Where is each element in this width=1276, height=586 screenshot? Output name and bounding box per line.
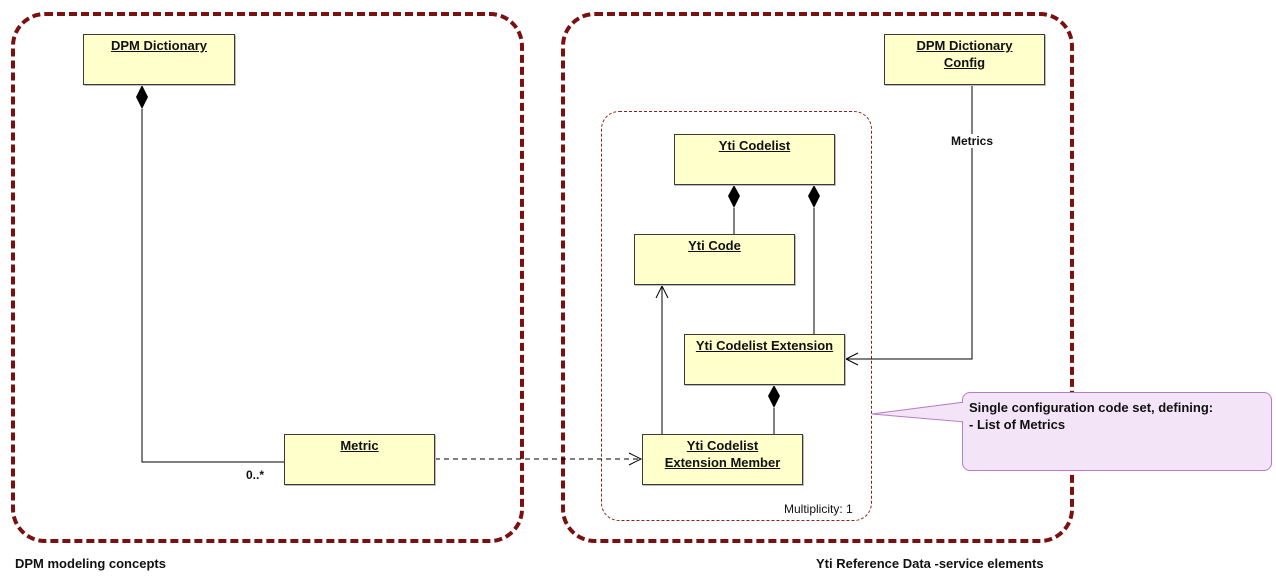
- metric-multiplicity-label: 0..*: [246, 468, 265, 482]
- member-code-arrowhead: [655, 284, 669, 299]
- config-extension-arrowhead: [844, 352, 859, 366]
- codeset-multiplicity-label: Multiplicity: 1: [784, 502, 853, 516]
- class-name: Yti Codelist: [718, 138, 791, 153]
- class-metric[interactable]: Metric: [284, 434, 435, 485]
- dependency-arrowhead: [628, 452, 643, 466]
- yti-reference-data-caption: Yti Reference Data -service elements: [816, 556, 1044, 571]
- dictionary-metric-composition-line: [141, 109, 285, 463]
- configuration-code-set-region: [601, 111, 872, 521]
- class-name: Metric: [340, 438, 379, 453]
- class-yti-codelist-extension[interactable]: Yti Codelist Extension: [684, 334, 845, 385]
- class-name-line-1: Yti Codelist: [686, 438, 759, 453]
- config-role-label: Metrics: [950, 134, 995, 148]
- dpm-modeling-region: [11, 12, 524, 543]
- class-dpm-dictionary[interactable]: DPM Dictionary: [83, 34, 235, 85]
- dpm-modeling-caption: DPM modeling concepts: [15, 556, 166, 571]
- class-name: Yti Codelist Extension: [695, 338, 834, 353]
- class-dpm-dictionary-config[interactable]: DPM Dictionary Config: [884, 34, 1045, 85]
- extension-member-diamond: [768, 385, 780, 408]
- note-line-2: - List of Metrics: [969, 417, 1066, 432]
- class-name: DPM Dictionary: [110, 38, 208, 53]
- note-line-1: Single configuration code set, defining:: [969, 400, 1214, 415]
- class-name: Yti Code: [688, 238, 741, 253]
- class-yti-code[interactable]: Yti Code: [634, 234, 795, 285]
- configuration-note: Single configuration code set, defining:…: [962, 392, 1272, 471]
- class-name-line-2: Extension Member: [664, 455, 781, 470]
- dictionary-composition-diamond: [136, 85, 148, 109]
- config-extension-association-line: [846, 85, 973, 360]
- class-yti-codelist[interactable]: Yti Codelist: [674, 134, 835, 185]
- note-seam-cover: [962, 403, 965, 421]
- class-name-line-1: DPM Dictionary: [916, 38, 1013, 53]
- class-name-line-2: Config: [943, 55, 986, 70]
- class-yti-codelist-extension-member[interactable]: Yti Codelist Extension Member: [642, 434, 803, 485]
- yti-reference-data-region: [561, 12, 1074, 543]
- codelist-code-diamond: [728, 185, 740, 208]
- note-pointer: [871, 401, 966, 423]
- codelist-extension-diamond: [808, 185, 820, 208]
